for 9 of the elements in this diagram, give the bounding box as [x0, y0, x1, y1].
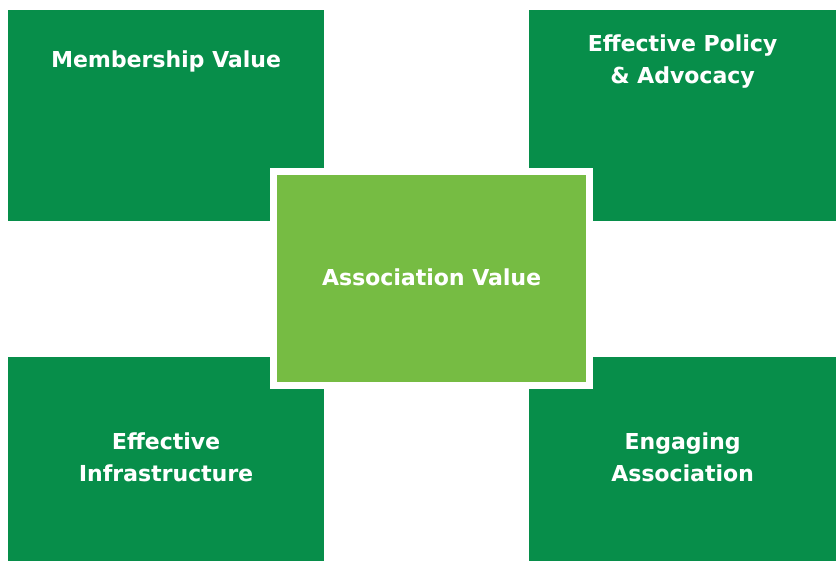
category-box	[529, 10, 836, 221]
category-box	[8, 357, 324, 561]
category-label: Association Value	[322, 264, 542, 292]
category-box	[529, 357, 836, 561]
category-box	[8, 10, 324, 221]
category-label: Membership Value	[51, 46, 281, 74]
category-label: Effective Infrastructure	[78, 429, 254, 489]
category-label: Engaging Association	[610, 429, 755, 489]
category-label: Effective Policy & Advocacy	[586, 30, 778, 90]
